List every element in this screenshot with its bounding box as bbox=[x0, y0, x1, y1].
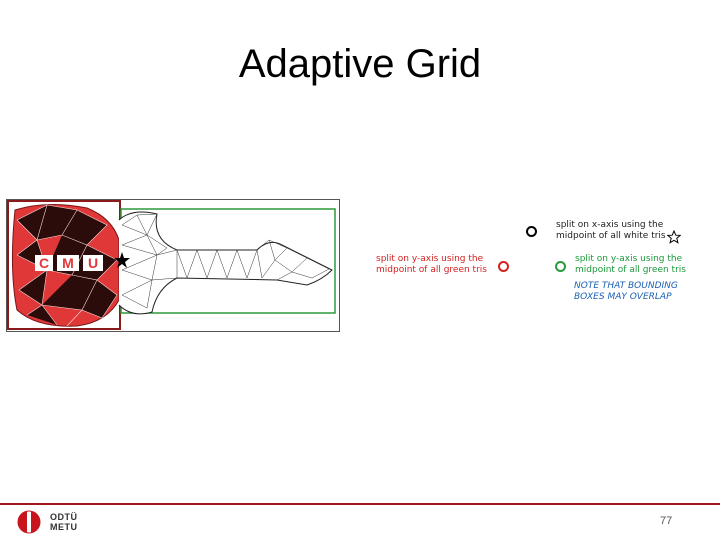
logo-line-odtu: ODTÜ bbox=[50, 512, 78, 522]
metu-logo-text: ODTÜ METU bbox=[50, 512, 78, 532]
logo-letter-c: C bbox=[39, 255, 49, 271]
slide-title: Adaptive Grid bbox=[238, 42, 482, 86]
note-x-split: split on x-axis using the midpoint of al… bbox=[556, 220, 666, 242]
note-x-split-line-1: split on x-axis using the bbox=[556, 220, 664, 230]
white-mesh-lines bbox=[121, 213, 330, 309]
note-x-split-line-2: midpoint of all white tris bbox=[556, 231, 666, 241]
note-y-split-red-line-2: midpoint of all green tris bbox=[376, 265, 487, 275]
logo-line-metu: METU bbox=[50, 522, 78, 532]
note-overlap-line-2: BOXES MAY OVERLAP bbox=[574, 292, 672, 302]
cmu-letters: C M U bbox=[35, 255, 103, 271]
page-number: 77 bbox=[660, 515, 673, 527]
guitar-mesh-figure: C M U bbox=[6, 199, 340, 332]
note-y-split-green-line-1: split on y-axis using the bbox=[575, 254, 683, 264]
metu-logo-icon bbox=[17, 510, 41, 534]
guitar-mesh-svg: C M U bbox=[7, 200, 336, 330]
logo-letter-m: M bbox=[62, 255, 74, 271]
footer-rule bbox=[0, 503, 720, 505]
black-star-icon bbox=[114, 252, 130, 268]
note-y-split-green-line-2: midpoint of all green tris bbox=[575, 265, 686, 275]
red-circle-marker-icon bbox=[498, 261, 509, 272]
black-circle-marker-icon bbox=[526, 226, 537, 237]
outline-star-icon bbox=[667, 230, 681, 244]
note-y-split-red: split on y-axis using the midpoint of al… bbox=[376, 254, 487, 276]
note-overlap: NOTE THAT BOUNDING BOXES MAY OVERLAP bbox=[574, 281, 678, 303]
logo-letter-u: U bbox=[88, 255, 98, 271]
note-y-split-green: split on y-axis using the midpoint of al… bbox=[575, 254, 686, 276]
green-circle-marker-icon bbox=[555, 261, 566, 272]
note-y-split-red-line-1: split on y-axis using the bbox=[376, 254, 484, 264]
note-overlap-line-1: NOTE THAT BOUNDING bbox=[574, 281, 678, 291]
